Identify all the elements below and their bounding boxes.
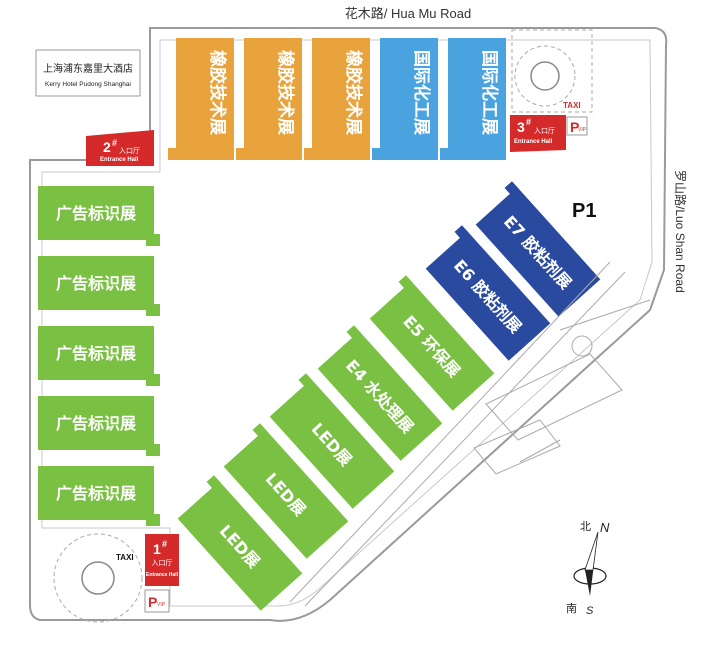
north-halls: 橡胶技术展 橡胶技术展 橡胶技术展 国际化工展 国际化工展 bbox=[168, 38, 506, 160]
hall-north-2-label: 橡胶技术展 bbox=[275, 50, 296, 135]
entrance-2-cn: 入口厅 bbox=[119, 147, 140, 155]
parking-vip-ne[interactable]: P VIP bbox=[566, 116, 588, 136]
hall-led-1[interactable]: LED展 bbox=[264, 373, 395, 509]
hall-north-4[interactable]: 国际化工展 bbox=[372, 38, 438, 160]
hall-west-3[interactable]: 广告标识展 bbox=[38, 326, 160, 386]
hall-north-1[interactable]: 橡胶技术展 bbox=[168, 38, 234, 160]
parking-letter-sw: P bbox=[148, 594, 157, 610]
parking-letter: P bbox=[570, 119, 579, 135]
site-inner-outline bbox=[41, 39, 653, 607]
hall-led-3[interactable]: LED展 bbox=[172, 475, 303, 611]
entrance-2-number: 2 bbox=[103, 139, 111, 155]
entrance-1-cn: 入口厅 bbox=[152, 559, 173, 567]
hall-north-4-label: 国际化工展 bbox=[411, 50, 432, 135]
hall-north-3-label: 橡胶技术展 bbox=[343, 50, 364, 135]
site-outline bbox=[29, 27, 668, 622]
hall-west-4-label: 广告标识展 bbox=[56, 414, 137, 433]
hall-west-3-label: 广告标识展 bbox=[56, 344, 137, 363]
entrance-3-cn: 入口厅 bbox=[534, 127, 555, 135]
diagonal-halls: E7 胶粘剂展 E6 胶粘剂展 E5 环保展 E4 水处理展 LED展 LED展 bbox=[172, 181, 601, 611]
entrance-1-sup: # bbox=[162, 539, 167, 549]
compass-north-en: N bbox=[600, 520, 610, 535]
hall-west-5-label: 广告标识展 bbox=[56, 484, 137, 503]
entrance-2-sup: # bbox=[112, 138, 117, 148]
hall-west-4[interactable]: 广告标识展 bbox=[38, 396, 160, 456]
hall-west-5[interactable]: 广告标识展 bbox=[38, 466, 160, 526]
compass-south-cn: 南 bbox=[566, 602, 577, 615]
parking-sub-sw: VIP bbox=[157, 602, 166, 608]
hall-led-2[interactable]: LED展 bbox=[218, 423, 349, 559]
zone-label-p1: P1 bbox=[572, 200, 596, 222]
entrance-3-en: Entrance Hall bbox=[514, 139, 553, 145]
entrance-1-en: Entrance Hall bbox=[146, 572, 179, 578]
entrance-3[interactable]: 3 # 入口厅 Entrance Hall bbox=[510, 115, 566, 152]
compass-north-cn: 北 bbox=[580, 520, 591, 533]
service-area bbox=[289, 261, 651, 607]
west-halls: 广告标识展 广告标识展 广告标识展 广告标识展 广告标识展 bbox=[38, 186, 160, 526]
taxi-label-ne: TAXI bbox=[563, 101, 581, 110]
hall-north-5-label: 国际化工展 bbox=[479, 50, 500, 135]
hall-west-1[interactable]: 广告标识展 bbox=[38, 186, 160, 246]
hall-west-2[interactable]: 广告标识展 bbox=[38, 256, 160, 316]
hall-west-1-label: 广告标识展 bbox=[56, 204, 137, 223]
entrance-3-sup: # bbox=[526, 117, 531, 127]
hotel-building bbox=[35, 49, 141, 97]
taxi-label-sw: TAXI bbox=[116, 553, 134, 562]
hall-north-5[interactable]: 国际化工展 bbox=[440, 38, 506, 160]
road-label-north: 花木路/ Hua Mu Road bbox=[345, 6, 471, 21]
entrance-1-number: 1 bbox=[153, 541, 161, 557]
hall-e6[interactable]: E6 胶粘剂展 bbox=[420, 225, 551, 361]
entrance-1[interactable]: 1 # 入口厅 Entrance Hall bbox=[145, 534, 179, 586]
entrance-2-en: Entrance Hall bbox=[100, 157, 139, 163]
entrance-2[interactable]: 2 # 入口厅 Entrance Hall bbox=[86, 130, 154, 166]
parking-sub: VIP bbox=[578, 127, 587, 133]
hall-north-3[interactable]: 橡胶技术展 bbox=[304, 38, 370, 160]
hall-north-2[interactable]: 橡胶技术展 bbox=[236, 38, 302, 160]
roundabout-ne bbox=[511, 29, 593, 113]
road-label-east: 罗山路/Luo Shan Road bbox=[673, 170, 688, 293]
hall-west-2-label: 广告标识展 bbox=[56, 274, 137, 293]
hotel-name-en: Kerry Hotel Pudong Shanghai bbox=[45, 81, 131, 88]
parking-vip-sw[interactable]: P VIP bbox=[144, 589, 170, 613]
roundabout-sw bbox=[53, 533, 143, 623]
entrance-3-number: 3 bbox=[517, 119, 525, 135]
compass-south-en: S bbox=[586, 605, 594, 617]
compass: 北 N 南 S bbox=[566, 520, 610, 617]
hotel-name-cn: 上海浦东嘉里大酒店 bbox=[43, 62, 133, 75]
hall-north-1-label: 橡胶技术展 bbox=[207, 50, 228, 135]
